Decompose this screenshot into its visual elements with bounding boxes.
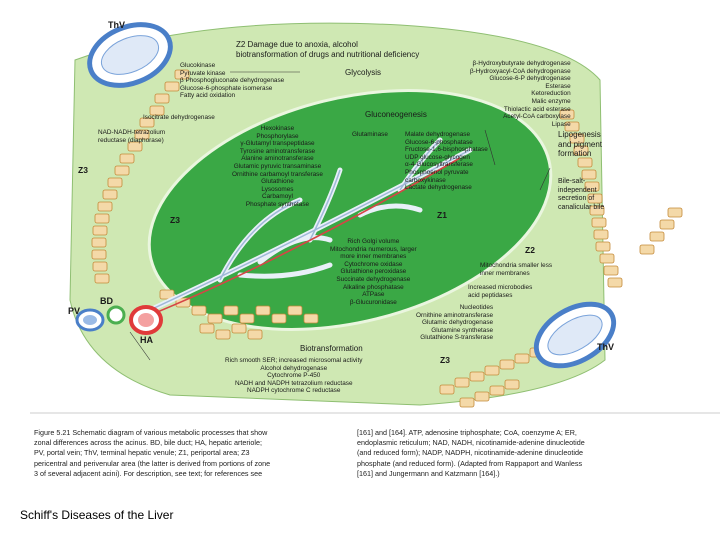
- gluconeogenesis-enzymes: Malate dehydrogenase Glucose-6-phosphata…: [405, 131, 488, 192]
- bottom-right-enzymes: Nucleotides Ornithine aminotransferase G…: [416, 304, 494, 342]
- glycolysis-label: Glycolysis: [345, 68, 382, 77]
- pv-label: PV: [68, 306, 81, 316]
- leader-lines: [129, 71, 551, 361]
- footer-source: Schiff's Diseases of the Liver: [20, 508, 174, 522]
- portal-triad: [75, 305, 163, 335]
- lipogenesis-label: Lipogenesis and pigment formation: [558, 130, 603, 158]
- gluconeogenesis-label: Gluconeogenesis: [365, 110, 427, 119]
- ser-label: Rich smooth SER; increased microsomal ac…: [225, 357, 363, 395]
- glutaminase-label: Glutaminase: [352, 131, 388, 138]
- thv-top-vessel: [87, 22, 173, 88]
- top-left-enzymes: Glucokinase Pyruvate kinase β Phosphoglu…: [180, 62, 285, 100]
- bile-salt-label: Bile-salt- independent secretion of cana…: [558, 178, 605, 211]
- thv-top-label: ThV: [108, 20, 125, 30]
- zone-label-z2-right: Z2: [525, 245, 535, 255]
- ha-label: HA: [140, 335, 153, 345]
- zone-label-z2-header: Z2 Damage due to anoxia, alcohol biotran…: [236, 40, 420, 59]
- isocitrate-label: Isocitrate dehydrogenase: [143, 114, 215, 121]
- zone-label-z3-left: Z3: [78, 165, 88, 175]
- microbodies-label: Increased microbodies acid peptidases: [468, 284, 533, 299]
- mitochondria-label: Mitochondria smaller less inner membrane…: [480, 262, 553, 277]
- zone-label-z3-inner: Z3: [170, 215, 180, 225]
- golgi-mitochondria-label: Rich Golgi volume Mitochondria numerous,…: [330, 238, 417, 306]
- zone-label-z1: Z1: [437, 210, 447, 220]
- figure-caption-right: [161] and [164]. ATP, adenosine triphosp…: [357, 428, 585, 478]
- biotransformation-label: Biotransformation: [300, 344, 363, 353]
- bd-label: BD: [100, 296, 113, 306]
- zone-label-z3-bottom: Z3: [440, 355, 450, 365]
- hepatocyte-chain-lower: [159, 289, 319, 340]
- hepatocyte-chain-left: [91, 69, 190, 284]
- thv-bottom-vessel: [533, 301, 617, 369]
- sinusoid-branches-thin: [149, 139, 471, 311]
- thv-bottom-label: ThV: [597, 342, 614, 352]
- hepatic-artery-branch: [149, 157, 461, 316]
- center-enzymes: Hexokinase Phosphorylase γ-Glutamyl tran…: [232, 125, 323, 208]
- top-right-enzymes: β-Hydroxybutyrate dehydrogenase β-Hydrox…: [470, 60, 571, 128]
- nadh-reductase-label: NAD-NADH-tetrazolium reductase (diaphora…: [98, 129, 166, 144]
- hepatocyte-chain-right: [559, 109, 683, 288]
- figure-caption-left: Figure 5.21 Schematic diagram of various…: [34, 428, 271, 478]
